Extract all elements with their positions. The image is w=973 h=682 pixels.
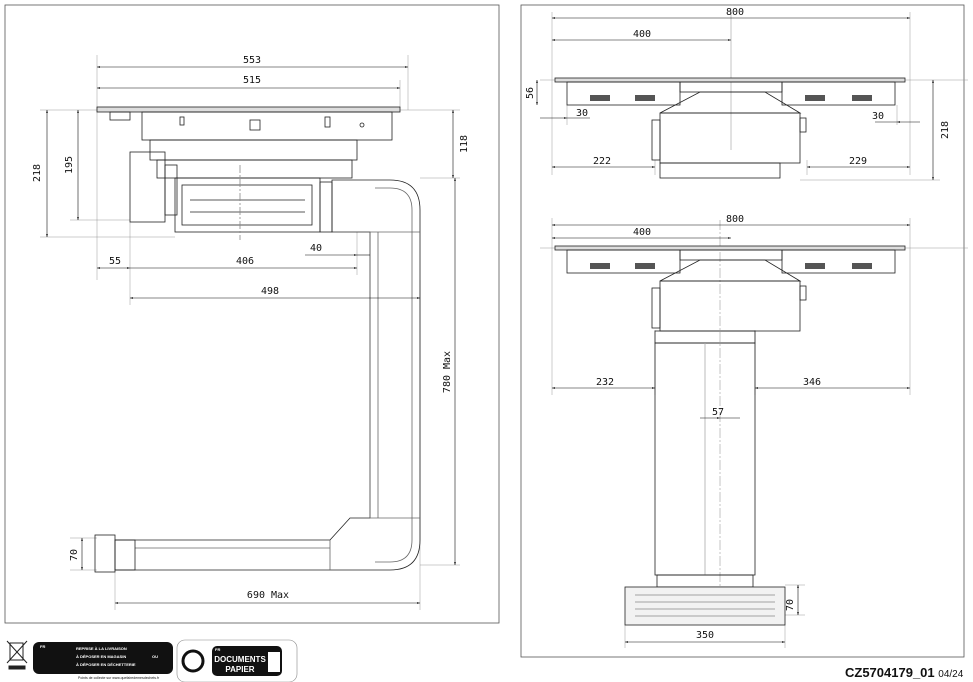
dim-56: 56 xyxy=(525,87,536,99)
recycling-col1: REPRISE À LA LIVRAISON xyxy=(76,646,127,651)
dim-55: 55 xyxy=(109,256,121,267)
dim-515: 515 xyxy=(243,75,261,86)
dim-118: 118 xyxy=(459,135,470,153)
weee-crossed-bin-icon xyxy=(6,640,28,670)
dim-222: 222 xyxy=(593,156,611,167)
paper-logo-country: FR xyxy=(215,647,220,652)
dim-406: 406 xyxy=(236,256,254,267)
dim-780-max: 780 Max xyxy=(442,351,453,393)
recycling-col3: À DÉPOSER EN DÉCHETTERIE xyxy=(76,662,136,667)
recycling-col2: À DÉPOSER EN MAGASIN xyxy=(76,654,126,659)
dim-40: 40 xyxy=(310,243,322,254)
side-view-dimensions: 553 515 218 195 118 40 55 406 498 780 Ma… xyxy=(32,55,470,601)
dim-400-top: 400 xyxy=(633,29,651,40)
dim-195: 195 xyxy=(64,156,75,174)
document-code-value: CZ5704179_01 xyxy=(845,665,935,680)
dim-70: 70 xyxy=(69,549,80,561)
recycling-collect-text: Points de collecte sur www.quefairedemes… xyxy=(78,676,160,680)
dim-553: 553 xyxy=(243,55,261,66)
front-views-dimensions: 800 400 56 30 30 218 222 229 800 400 232… xyxy=(525,7,951,641)
recycling-country: FR xyxy=(40,644,45,649)
dim-350: 350 xyxy=(696,630,714,641)
dim-498: 498 xyxy=(261,286,279,297)
paper-logo-line2: PAPIER xyxy=(225,665,254,674)
dim-400-bottom: 400 xyxy=(633,227,651,238)
dim-70-grille: 70 xyxy=(785,599,796,611)
page-number: 04/24 xyxy=(938,669,963,680)
dim-800-top: 800 xyxy=(726,7,744,18)
recycling-or: OU xyxy=(152,654,158,659)
dim-218-right: 218 xyxy=(940,121,951,139)
front-views-panel xyxy=(520,4,968,658)
triman-documents-papier-logo: FR DOCUMENTS PAPIER xyxy=(176,639,298,682)
side-view-panel xyxy=(4,4,500,624)
dim-800-bottom: 800 xyxy=(726,214,744,225)
dim-30-left: 30 xyxy=(576,108,588,119)
dim-690-max: 690 Max xyxy=(247,590,289,601)
paper-logo-line1: DOCUMENTS xyxy=(214,655,266,664)
dim-346: 346 xyxy=(803,377,821,388)
dim-232: 232 xyxy=(596,377,614,388)
dim-229: 229 xyxy=(849,156,867,167)
document-code: CZ5704179_01 04/24 xyxy=(845,665,964,680)
triman-recycling-info-left: FR REPRISE À LA LIVRAISON À DÉPOSER EN M… xyxy=(33,642,173,680)
dim-218: 218 xyxy=(32,164,43,182)
dim-57: 57 xyxy=(712,407,724,418)
dim-30-right: 30 xyxy=(872,111,884,122)
